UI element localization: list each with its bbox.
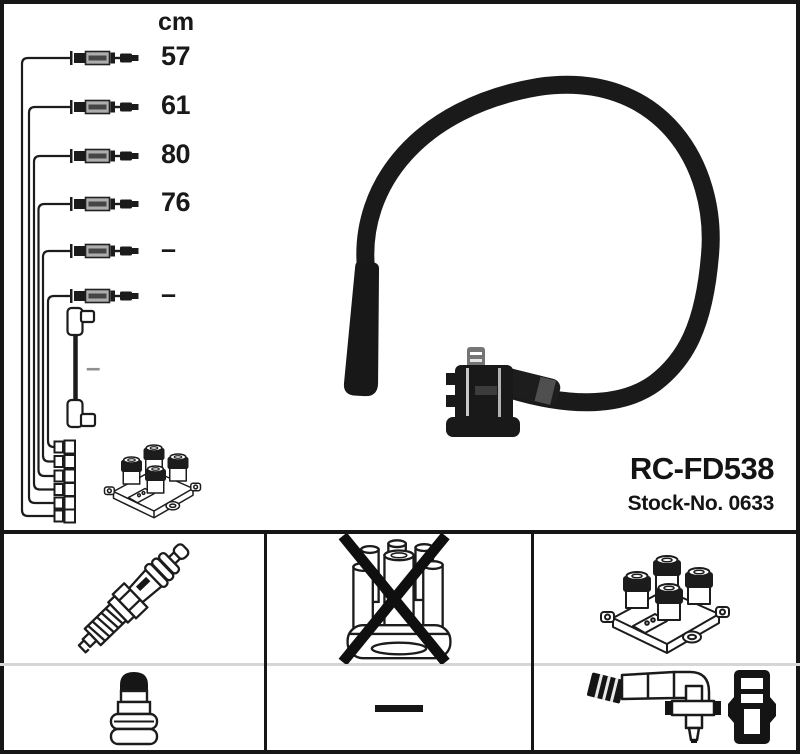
- connector-clip: [728, 670, 776, 744]
- ignition-coil-icon: [595, 536, 735, 661]
- lead-length-6: –: [161, 279, 176, 309]
- lead-length-1: 57: [161, 41, 191, 71]
- grid-cell-spark-plug: [4, 534, 264, 663]
- wiring-harness-diagram: [20, 50, 270, 524]
- dash-symbol: [375, 704, 423, 712]
- coil-to-distributor-wire-icon: [66, 306, 97, 429]
- grid-column-divider-2: [531, 530, 534, 754]
- coil-terminal-connectors: [53, 439, 76, 524]
- ignition-lead-icons: [69, 50, 140, 304]
- lead-length-4: 76: [161, 187, 191, 217]
- outer-border-left: [0, 0, 4, 754]
- grid-cell-plug-boot: [4, 666, 264, 750]
- distributor-cap-icon: [338, 533, 452, 664]
- product-code-block: RC-FD538 Stock-No. 0633: [627, 451, 775, 515]
- lead-length-3: 80: [161, 139, 191, 169]
- elbow-connector: [446, 347, 561, 437]
- outer-border-bottom: [0, 750, 800, 754]
- grid-row-divider: [0, 663, 800, 666]
- ignition-lead-photo: [343, 75, 720, 437]
- cable: [356, 75, 720, 412]
- stock-number: Stock-No. 0633: [627, 492, 775, 515]
- grid-cell-empty: [267, 666, 531, 750]
- grid-cell-distributor-cap: [267, 533, 531, 664]
- length-unit-header: cm: [158, 8, 195, 36]
- coil-wire-length: –: [86, 352, 101, 382]
- cross-out-x: [338, 533, 450, 664]
- grid-cell-coil-connector: [534, 666, 796, 750]
- spark-plug-boot-icon: [109, 672, 159, 746]
- lead-length-2: 61: [161, 90, 191, 120]
- grid-top-border: [0, 530, 800, 534]
- outer-border-top: [0, 0, 800, 4]
- grid-column-divider-1: [264, 530, 267, 754]
- grid-cell-ignition-coil: [534, 534, 796, 663]
- outer-border-right: [796, 0, 800, 754]
- straight-boot: [343, 260, 380, 397]
- harness-bracket-lines: [20, 56, 70, 518]
- coil-connector-icon: [587, 670, 776, 744]
- spark-plug-icon: [77, 542, 190, 653]
- product-code: RC-FD538: [629, 451, 775, 486]
- ignition-coil-icon: [105, 445, 201, 518]
- lead-length-5: –: [161, 234, 176, 264]
